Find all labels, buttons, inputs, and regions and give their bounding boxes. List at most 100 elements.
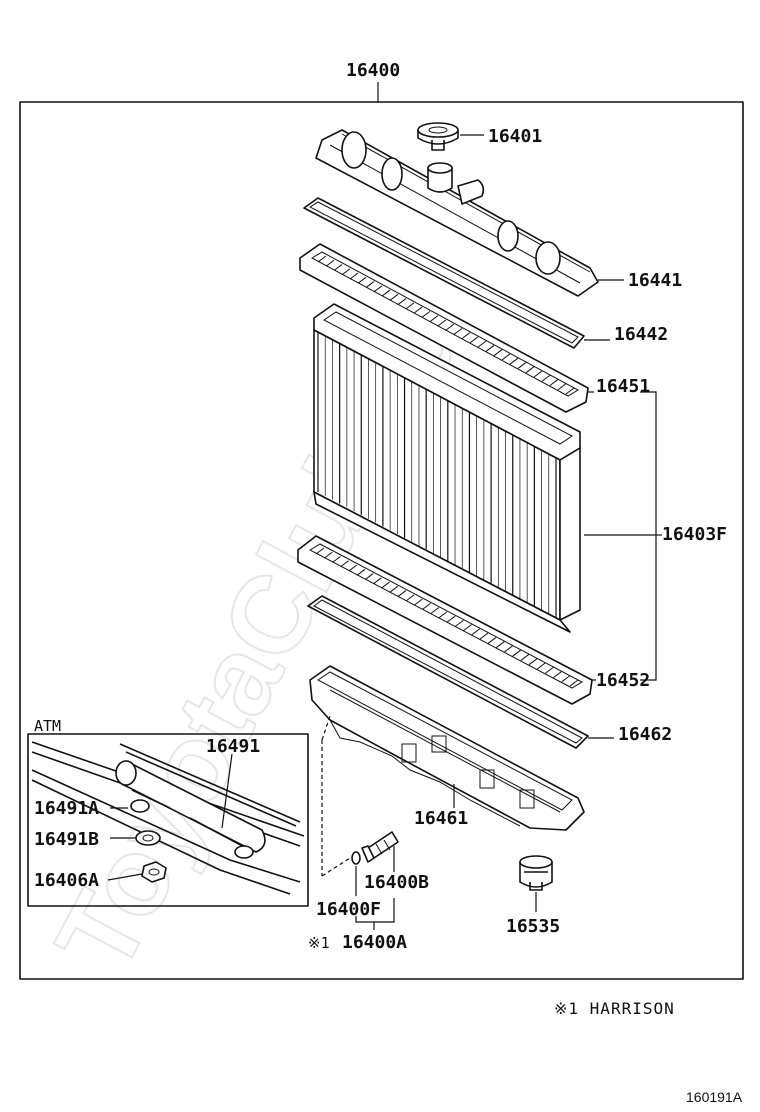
hatch-stroke bbox=[323, 551, 333, 559]
hatch-stroke bbox=[373, 577, 382, 585]
atm-label: ATM bbox=[34, 717, 61, 735]
label-16400: 16400 bbox=[346, 60, 400, 81]
hatch-stroke bbox=[487, 637, 497, 644]
hatch-stroke bbox=[317, 255, 327, 263]
hatch-stroke bbox=[445, 323, 455, 331]
core-bracket bbox=[640, 391, 657, 681]
hatch-stroke bbox=[315, 547, 325, 555]
hatch-stroke bbox=[512, 649, 521, 657]
upper-tank-drawing bbox=[315, 129, 599, 297]
hatch-stroke bbox=[373, 285, 383, 293]
drain-plug-drawing bbox=[351, 831, 399, 865]
label-16491A: 16491A bbox=[34, 798, 99, 819]
hatch-stroke bbox=[557, 383, 567, 391]
hatch-stroke bbox=[405, 302, 415, 310]
radiator-cap-drawing bbox=[417, 122, 459, 151]
label-16491B: 16491B bbox=[34, 829, 99, 850]
label-16491: 16491 bbox=[206, 736, 260, 757]
hatch-stroke bbox=[463, 624, 472, 632]
hatch-stroke bbox=[438, 611, 448, 619]
hatch-stroke bbox=[414, 598, 423, 606]
hatch-stroke bbox=[495, 641, 505, 649]
hatch-stroke bbox=[569, 679, 579, 687]
hatch-stroke bbox=[356, 568, 366, 576]
label-16400A: 16400A bbox=[342, 932, 407, 953]
hatch-stroke bbox=[389, 293, 399, 301]
hatch-stroke bbox=[493, 349, 503, 357]
hatch-stroke bbox=[421, 310, 431, 318]
hatch-stroke bbox=[333, 264, 343, 271]
hatch-stroke bbox=[453, 327, 463, 335]
label-16535: 16535 bbox=[506, 916, 560, 937]
drain-cock-drawing bbox=[519, 855, 553, 891]
hatch-stroke bbox=[549, 379, 559, 386]
label-16461: 16461 bbox=[414, 808, 468, 829]
upper-gasket-drawing bbox=[303, 197, 585, 349]
hatch-stroke bbox=[430, 607, 440, 615]
lower-gasket-drawing bbox=[307, 595, 589, 749]
hatch-stroke bbox=[528, 658, 538, 666]
hatch-stroke bbox=[501, 353, 511, 361]
hatch-stroke bbox=[365, 281, 375, 288]
hatch-stroke bbox=[477, 340, 487, 348]
footnote-harrison: ※1 HARRISON bbox=[554, 999, 675, 1018]
assembly-frame bbox=[19, 101, 744, 980]
hatch-stroke bbox=[381, 289, 391, 297]
hatch-stroke bbox=[461, 332, 471, 340]
label-16403F: 16403F bbox=[662, 524, 727, 545]
label-16401: 16401 bbox=[488, 126, 542, 147]
label-16452: 16452 bbox=[596, 670, 650, 691]
footnote-marker: ※1 bbox=[308, 934, 330, 952]
hatch-stroke bbox=[397, 590, 407, 597]
hatch-stroke bbox=[525, 366, 535, 374]
lower-tank-drawing bbox=[309, 665, 585, 831]
hatch-stroke bbox=[446, 615, 456, 623]
hatch-stroke bbox=[325, 259, 335, 267]
lower-plate-drawing bbox=[297, 535, 593, 705]
label-16451: 16451 bbox=[596, 376, 650, 397]
hatch-stroke bbox=[429, 315, 439, 323]
label-16400B: 16400B bbox=[364, 872, 429, 893]
hatch-stroke bbox=[341, 268, 351, 276]
oil-cooler-drawing bbox=[31, 741, 305, 895]
hatch-stroke bbox=[536, 662, 546, 670]
hatch-stroke bbox=[381, 581, 390, 589]
hatch-stroke bbox=[545, 666, 554, 674]
hatch-stroke bbox=[533, 370, 543, 378]
diagram-code: 160191A bbox=[686, 1089, 743, 1105]
hatch-stroke bbox=[389, 585, 399, 593]
hatch-stroke bbox=[469, 336, 479, 344]
hatch-stroke bbox=[565, 387, 575, 395]
label-16442: 16442 bbox=[614, 324, 668, 345]
upper-plate-drawing bbox=[299, 243, 589, 413]
hatch-stroke bbox=[504, 645, 513, 653]
hatch-stroke bbox=[553, 671, 562, 678]
hatch-stroke bbox=[454, 619, 464, 627]
hatch-stroke bbox=[509, 357, 519, 365]
hatch-stroke bbox=[348, 564, 358, 572]
hatch-stroke bbox=[405, 594, 415, 602]
hatch-stroke bbox=[520, 654, 530, 661]
hatch-stroke bbox=[332, 556, 341, 563]
label-16441: 16441 bbox=[628, 270, 682, 291]
hatch-stroke bbox=[541, 374, 551, 382]
hatch-stroke bbox=[471, 628, 480, 636]
atm-box: ATM bbox=[27, 717, 309, 907]
hatch-stroke bbox=[349, 272, 359, 280]
hatch-stroke bbox=[479, 632, 489, 640]
hatch-stroke bbox=[437, 319, 447, 327]
hatch-stroke bbox=[397, 298, 407, 305]
hatch-stroke bbox=[561, 675, 571, 683]
hatch-stroke bbox=[357, 276, 367, 284]
hatch-stroke bbox=[413, 306, 423, 314]
hatch-stroke bbox=[364, 573, 374, 580]
hatch-stroke bbox=[340, 560, 349, 568]
hatch-stroke bbox=[485, 345, 495, 352]
hatch-stroke bbox=[422, 602, 431, 610]
hatch-stroke bbox=[517, 362, 527, 369]
label-16462: 16462 bbox=[618, 724, 672, 745]
label-16406A: 16406A bbox=[34, 870, 99, 891]
label-16400F: 16400F bbox=[316, 899, 381, 920]
